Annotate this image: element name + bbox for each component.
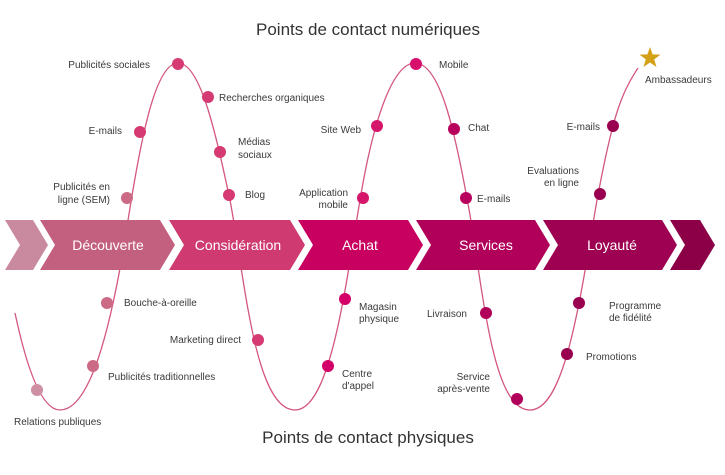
touchpoint-dot[interactable]: [87, 360, 99, 372]
touchpoint-dot[interactable]: [202, 91, 214, 103]
label-magasin-physique-2: physique: [359, 314, 399, 325]
touchpoint-dot[interactable]: [607, 120, 619, 132]
touchpoint-dot[interactable]: [214, 146, 226, 158]
touchpoint-dot[interactable]: [223, 189, 235, 201]
stage-achat[interactable]: [298, 220, 423, 270]
touchpoint-dot[interactable]: [101, 297, 113, 309]
label-centre-appel-2: d'appel: [342, 381, 374, 392]
label-promotions: Promotions: [586, 352, 637, 363]
label-service-apres-vente-1: Service: [457, 372, 491, 383]
label-livraison: Livraison: [427, 309, 467, 320]
touchpoint-dot[interactable]: [573, 297, 585, 309]
label-chat: Chat: [468, 123, 489, 134]
label-publicites-en-ligne-1: Publicités en: [53, 182, 110, 193]
physical-touchpoints-title: Points de contact physiques: [262, 428, 474, 447]
label-ambassadeurs: Ambassadeurs: [645, 75, 712, 86]
label-publicites-en-ligne-2: ligne (SEM): [58, 195, 110, 206]
stage-label-services: Services: [459, 237, 513, 253]
stage-start-chevron: [5, 220, 48, 270]
touchpoint-dot[interactable]: [410, 58, 422, 70]
label-medias-sociaux-1: Médias: [238, 137, 270, 148]
label-medias-sociaux-2: sociaux: [238, 150, 272, 161]
label-emails-loyaute: E-mails: [567, 122, 600, 133]
label-application-mobile-2: mobile: [319, 200, 349, 211]
label-recherches-organiques: Recherches organiques: [219, 93, 325, 104]
touchpoint-dot[interactable]: [339, 293, 351, 305]
stage-band: Découverte Considération Achat Services …: [5, 220, 715, 270]
stage-loyaute[interactable]: [543, 220, 677, 270]
touchpoint-dot[interactable]: [561, 348, 573, 360]
label-service-apres-vente-2: après-vente: [437, 384, 490, 395]
stage-label-consideration: Considération: [195, 237, 281, 253]
touchpoint-dot[interactable]: [322, 360, 334, 372]
label-application-mobile-1: Application: [299, 188, 348, 199]
touchpoint-dot[interactable]: [357, 192, 369, 204]
stage-end-chevron: [670, 220, 715, 270]
label-evaluations-en-ligne-2: en ligne: [544, 178, 579, 189]
label-programme-fidelite-2: de fidélité: [609, 313, 652, 324]
label-publicites-sociales: Publicités sociales: [68, 60, 150, 71]
touchpoint-dot[interactable]: [371, 120, 383, 132]
label-mobile: Mobile: [439, 60, 469, 71]
label-publicites-traditionnelles: Publicités traditionnelles: [108, 372, 215, 383]
touchpoint-dot[interactable]: [480, 307, 492, 319]
label-programme-fidelite-1: Programme: [609, 301, 662, 312]
stage-consideration[interactable]: [169, 220, 305, 270]
stage-label-achat: Achat: [342, 237, 378, 253]
label-centre-appel-1: Centre: [342, 369, 372, 380]
touchpoint-dot[interactable]: [31, 384, 43, 396]
touchpoint-dot[interactable]: [172, 58, 184, 70]
touchpoint-dot[interactable]: [594, 188, 606, 200]
label-emails: E-mails: [89, 126, 122, 137]
label-emails-services: E-mails: [477, 194, 510, 205]
label-relations-publiques: Relations publiques: [14, 417, 101, 428]
label-site-web: Site Web: [321, 125, 362, 136]
stage-decouverte[interactable]: [40, 220, 175, 270]
touchpoint-dot[interactable]: [460, 192, 472, 204]
star-icon: [639, 47, 661, 67]
touchpoint-dot[interactable]: [511, 393, 523, 405]
touchpoint-dot[interactable]: [134, 126, 146, 138]
stage-label-decouverte: Découverte: [72, 237, 144, 253]
digital-touchpoints-title: Points de contact numériques: [256, 20, 480, 39]
touchpoint-dot[interactable]: [121, 192, 133, 204]
label-magasin-physique-1: Magasin: [359, 302, 397, 313]
stage-services[interactable]: [416, 220, 550, 270]
touchpoint-dot[interactable]: [252, 334, 264, 346]
touchpoint-dot[interactable]: [448, 123, 460, 135]
stage-label-loyaute: Loyauté: [587, 237, 637, 253]
label-bouche-a-oreille: Bouche-à-oreille: [124, 298, 197, 309]
label-evaluations-en-ligne-1: Evaluations: [527, 166, 579, 177]
label-blog: Blog: [245, 190, 265, 201]
label-marketing-direct: Marketing direct: [170, 335, 241, 346]
